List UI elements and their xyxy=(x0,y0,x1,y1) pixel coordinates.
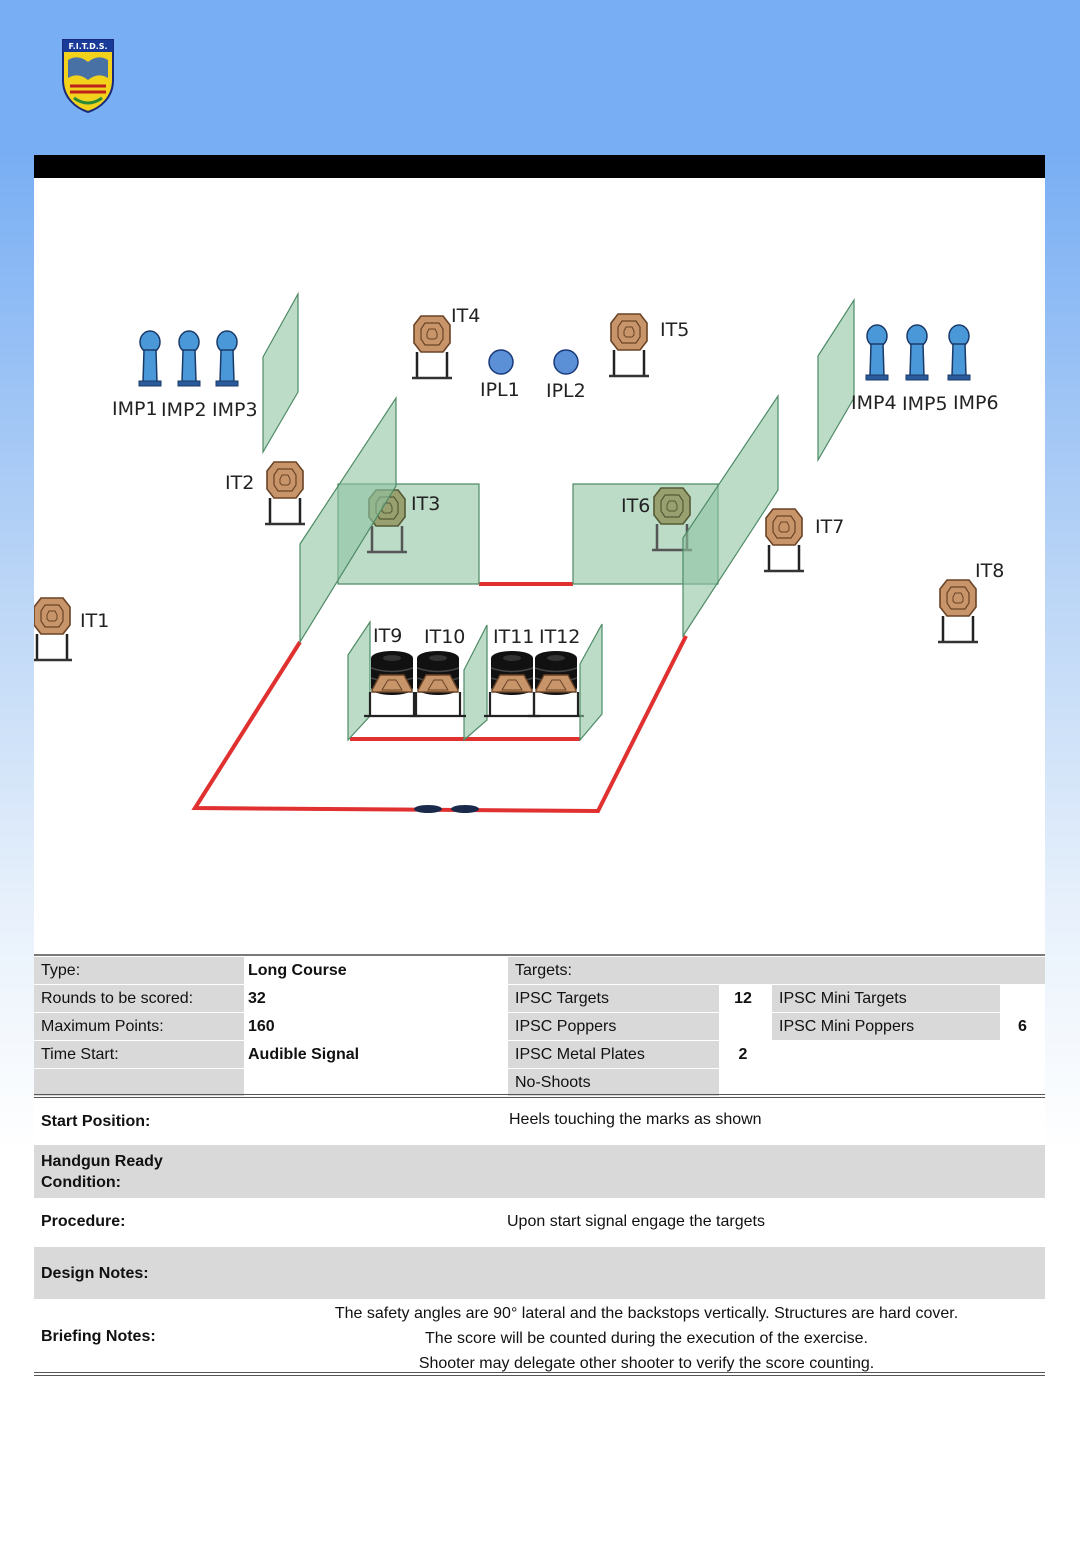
shooting-area-fault-line xyxy=(191,635,688,814)
metal-plate-ipl1-icon xyxy=(488,349,514,375)
label-it9: IT9 xyxy=(373,625,402,647)
target-it7-icon xyxy=(762,507,806,573)
mini-poppers-value: 6 xyxy=(1018,1018,1027,1035)
label-imp4: IMP4 xyxy=(851,392,897,414)
target-it5-icon xyxy=(607,312,651,378)
type-value: Long Course xyxy=(248,962,347,979)
start-position-label: Start Position: xyxy=(41,1113,151,1130)
label-it1: IT1 xyxy=(80,610,109,632)
panel-far-right xyxy=(817,297,855,463)
logo-text: F.I.T.D.S. xyxy=(68,42,107,51)
mini-targets-value xyxy=(1000,985,1045,1012)
start-mark-left-icon xyxy=(414,805,442,813)
title-tab xyxy=(477,155,604,181)
metal-plates-label: IPSC Metal Plates xyxy=(508,1041,719,1068)
targets-header: Targets: xyxy=(508,957,1045,984)
stage-diagram: IMP1 IMP2 IMP3 IMP4 IMP5 IMP6 IPL1 IPL2 … xyxy=(34,291,1004,814)
no-shoots-label: No-Shoots xyxy=(508,1069,719,1096)
start-position-row: Start Position: Heels touching the marks… xyxy=(34,1098,1045,1145)
label-it2: IT2 xyxy=(225,472,254,494)
bay-panel-left xyxy=(347,620,371,742)
label-it7: IT7 xyxy=(815,516,844,538)
briefing-notes-row: Briefing Notes: The safety angles are 90… xyxy=(34,1299,1045,1372)
mini-popper-imp6-icon xyxy=(947,324,971,381)
details-divider xyxy=(34,1372,1045,1376)
mini-poppers-label: IPSC Mini Poppers xyxy=(772,1013,1000,1040)
target-it1-icon xyxy=(34,596,74,662)
design-notes-row: Design Notes: xyxy=(34,1247,1045,1299)
start-position-value: Heels touching the marks as shown xyxy=(509,1111,762,1128)
ipsc-poppers-label: IPSC Poppers xyxy=(508,1013,719,1040)
table-divider xyxy=(34,1094,1045,1098)
wall-right-side xyxy=(682,394,779,639)
briefing-notes-label: Briefing Notes: xyxy=(41,1328,156,1345)
procedure-label: Procedure: xyxy=(41,1213,126,1230)
ipsc-poppers-value xyxy=(724,1013,762,1040)
target-it8-icon xyxy=(936,578,980,644)
label-it3: IT3 xyxy=(411,493,440,515)
stage-details: Start Position: Heels touching the marks… xyxy=(34,1098,1045,1372)
bay-panel-right xyxy=(579,623,603,742)
mini-popper-imp3-icon xyxy=(215,330,239,387)
briefing-line-1: The safety angles are 90° lateral and th… xyxy=(334,1305,959,1322)
label-ipl1: IPL1 xyxy=(480,379,520,401)
briefing-line-3: Shooter may delegate other shooter to ve… xyxy=(418,1355,875,1372)
mini-targets-label: IPSC Mini Targets xyxy=(772,985,1000,1012)
target-it10-icon xyxy=(410,674,466,718)
wall-left-side xyxy=(299,395,397,645)
ready-condition-label-1: Handgun Ready xyxy=(41,1153,163,1170)
label-imp1: IMP1 xyxy=(112,398,158,420)
fitds-shield-logo-icon: F.I.T.D.S. xyxy=(62,39,114,114)
label-it12: IT12 xyxy=(539,626,580,648)
ready-condition-row: Handgun Ready Condition: xyxy=(34,1145,1045,1198)
label-it8: IT8 xyxy=(975,560,1004,582)
label-imp6: IMP6 xyxy=(953,392,999,414)
design-notes-label: Design Notes: xyxy=(41,1265,149,1282)
stage-diagram-area xyxy=(34,178,1045,954)
ipsc-targets-label: IPSC Targets xyxy=(508,985,719,1012)
time-start-value: Audible Signal xyxy=(248,1046,360,1063)
label-it5: IT5 xyxy=(660,319,689,341)
rounds-label: Rounds to be scored: xyxy=(34,985,244,1012)
points-value: 160 xyxy=(248,1018,275,1035)
time-start-label: Time Start: xyxy=(34,1041,244,1068)
no-shoots-value xyxy=(724,1069,762,1096)
mini-popper-imp5-icon xyxy=(905,324,929,381)
stage-info-table: Type: Long Course Targets: Rounds to be … xyxy=(34,954,1045,1096)
ready-condition-label-2: Condition: xyxy=(41,1174,121,1191)
empty-label-cell xyxy=(34,1069,244,1096)
label-it4: IT4 xyxy=(451,305,480,327)
target-it12-icon xyxy=(528,674,584,718)
label-imp2: IMP2 xyxy=(161,399,207,421)
briefing-notes-value: The safety angles are 90° lateral and th… xyxy=(244,1301,1049,1376)
target-it4-icon xyxy=(410,314,454,380)
target-it2-icon xyxy=(263,460,307,526)
bay-panel-middle xyxy=(463,624,488,742)
metal-plate-ipl2-icon xyxy=(553,349,579,375)
briefing-line-2: The score will be counted during the exe… xyxy=(425,1330,868,1347)
label-ipl2: IPL2 xyxy=(546,380,586,402)
procedure-value: Upon start signal engage the targets xyxy=(507,1213,765,1230)
metal-plates-value: 2 xyxy=(738,1046,748,1063)
start-mark-right-icon xyxy=(451,805,479,813)
label-it6: IT6 xyxy=(621,495,650,517)
label-it10: IT10 xyxy=(424,626,465,648)
mini-popper-imp1-icon xyxy=(138,330,162,387)
rounds-value: 32 xyxy=(248,990,266,1007)
mini-popper-imp2-icon xyxy=(177,330,201,387)
ipsc-targets-value: 12 xyxy=(734,990,752,1007)
label-imp3: IMP3 xyxy=(212,399,258,421)
points-label: Maximum Points: xyxy=(34,1013,244,1040)
type-label: Type: xyxy=(34,957,244,984)
panel-far-left xyxy=(262,291,299,455)
procedure-row: Procedure: Upon start signal engage the … xyxy=(34,1198,1045,1247)
label-imp5: IMP5 xyxy=(902,393,948,415)
mini-popper-imp4-icon xyxy=(865,324,889,381)
label-it11: IT11 xyxy=(493,626,534,648)
